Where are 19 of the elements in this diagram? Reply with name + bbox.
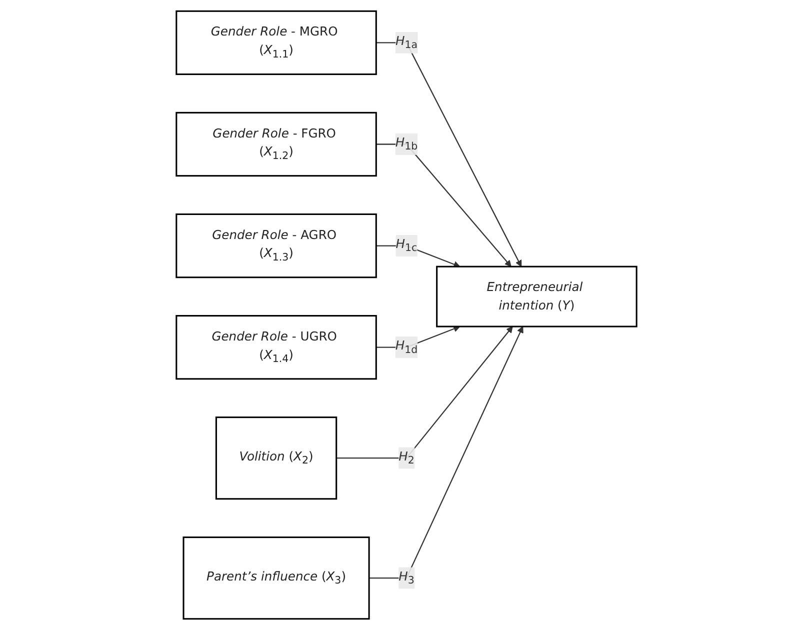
node-box: Gender Role - UGRO (X$_{1.4}$) — [175, 315, 376, 380]
node-box: Gender Role - AGRO (X$_{1.3}$) — [175, 213, 376, 278]
node-box: Parent’s influence (X$_{3}$) — [182, 536, 370, 620]
arrow — [368, 326, 523, 579]
edge-label: H$_{3}$ — [398, 568, 414, 587]
node-box: Gender Role - FGRO (X$_{1.2}$) — [175, 112, 376, 177]
edge-label: H$_{1b}$ — [394, 134, 418, 153]
arrow — [376, 326, 460, 348]
node-box: Volition (X$_{2}$) — [214, 416, 337, 500]
node-box: Gender Role - MGRO (X$_{1.1}$) — [175, 10, 376, 76]
edge-label: H$_{2}$ — [398, 448, 414, 467]
edge-label: H$_{1a}$ — [394, 33, 418, 52]
node-box: Entrepreneurial intention (Y) — [436, 266, 637, 328]
arrow — [376, 245, 460, 268]
arrow — [376, 42, 522, 267]
arrow — [336, 326, 512, 459]
edge-label: H$_{1d}$ — [394, 338, 418, 356]
arrow — [376, 144, 511, 267]
edge-label: H$_{1c}$ — [395, 236, 417, 254]
